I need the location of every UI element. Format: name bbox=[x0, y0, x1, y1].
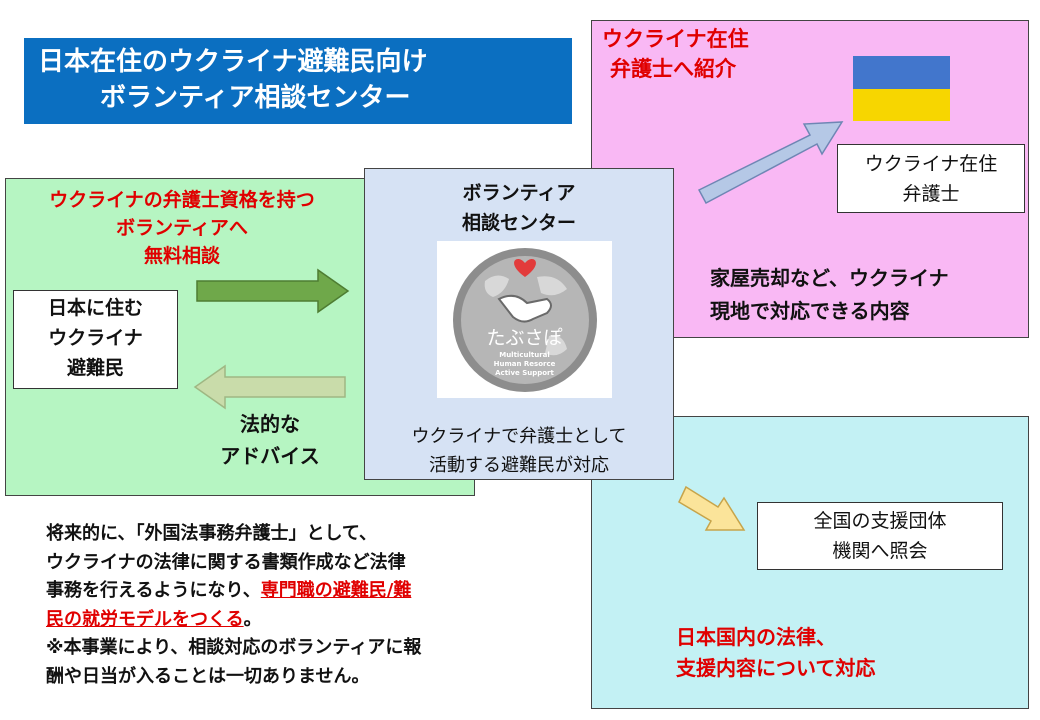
domestic-support-description: 日本国内の法律、 支援内容について対応 bbox=[676, 622, 875, 684]
ukraine-lawyer-desc-line-1: 家屋売却など、ウクライナ bbox=[710, 266, 949, 290]
support-organization-line-2: 機関へ照会 bbox=[832, 540, 928, 562]
employment-model-highlight-2: 民の就労モデルをつくる bbox=[46, 608, 244, 630]
note-line-3-plain: 事務を行えるようになり、 bbox=[46, 580, 261, 601]
note-line-1: 将来的に、「外国法事務弁護士」として、 bbox=[46, 523, 378, 544]
ukraine-lawyer-box-line-2: 弁護士 bbox=[902, 183, 960, 205]
ukraine-lawyer-box: ウクライナ在住 弁護士 bbox=[837, 144, 1025, 213]
title-line-2: ボランティア相談センター bbox=[100, 83, 411, 113]
tabusapo-logo: たぶさぽ Multicultural Human Resorce Active … bbox=[437, 241, 612, 398]
ukraine-lawyer-heading-line-2: 弁護士へ紹介 bbox=[610, 57, 736, 81]
free-consultation-line-2: ボランティアへ bbox=[116, 217, 248, 239]
ukraine-lawyer-heading-line-1: ウクライナ在住 bbox=[602, 27, 749, 51]
note-line-4: 民の就労モデルをつくる。 bbox=[46, 606, 421, 635]
ukraine-flag-blue bbox=[853, 56, 950, 89]
employment-model-highlight-1: 専門職の避難民/難 bbox=[260, 580, 412, 601]
center-title-line-1: ボランティア bbox=[462, 182, 576, 204]
support-organization-line-1: 全国の支援団体 bbox=[813, 510, 947, 532]
future-note: 将来的に、「外国法事務弁護士」として、 ウクライナの法律に関する書類作成など法律… bbox=[46, 520, 421, 691]
legal-advice-line-2: アドバイス bbox=[220, 444, 320, 468]
refugee-box-line-2: ウクライナ bbox=[48, 327, 143, 349]
refugee-box: 日本に住む ウクライナ 避難民 bbox=[13, 290, 178, 389]
ukraine-lawyer-description: 家屋売却など、ウクライナ 現地で対応できる内容 bbox=[710, 262, 949, 328]
center-caption: ウクライナで弁護士として 活動する避難民が対応 bbox=[364, 422, 674, 480]
note-line-4-plain: 。 bbox=[243, 608, 262, 630]
note-line-2: ウクライナの法律に関する書類作成など法律 bbox=[46, 551, 406, 573]
domestic-support-desc-line-2: 支援内容について対応 bbox=[676, 656, 876, 680]
logo-english-text: Multicultural Human Resorce Active Suppo… bbox=[437, 351, 612, 378]
arrow-to-center bbox=[196, 268, 350, 314]
ukraine-flag-yellow bbox=[853, 89, 950, 121]
center-caption-line-2: 活動する避難民が対応 bbox=[429, 455, 609, 476]
legal-advice-label: 法的な アドバイス bbox=[205, 408, 335, 472]
free-consultation-line-3: 無料相談 bbox=[143, 245, 220, 267]
legal-advice-line-1: 法的な bbox=[240, 412, 300, 436]
support-organization-box: 全国の支援団体 機関へ照会 bbox=[757, 502, 1003, 570]
refugee-box-line-3: 避難民 bbox=[66, 357, 124, 379]
center-caption-line-1: ウクライナで弁護士として bbox=[411, 426, 627, 447]
logo-en-line-2: Human Resorce bbox=[493, 360, 556, 368]
arrow-to-ukraine-lawyer bbox=[697, 121, 844, 205]
note-line-3: 事務を行えるようになり、専門職の避難民/難 bbox=[46, 577, 421, 606]
free-consultation-line-1: ウクライナの弁護士資格を持つ bbox=[49, 189, 315, 211]
logo-globe-icon bbox=[453, 248, 597, 392]
center-title-line-2: 相談センター bbox=[461, 212, 576, 234]
arrow-from-center bbox=[193, 364, 346, 410]
page-title: 日本在住のウクライナ避難民向け ボランティア相談センター bbox=[24, 38, 572, 124]
note-line-5: ※本事業により、相談対応のボランティアに報 bbox=[46, 637, 422, 658]
title-line-1: 日本在住のウクライナ避難民向け bbox=[38, 47, 428, 77]
refugee-box-line-1: 日本に住む bbox=[47, 297, 143, 319]
ukraine-lawyer-desc-line-2: 現地で対応できる内容 bbox=[710, 299, 910, 323]
ukraine-lawyer-box-line-1: ウクライナ在住 bbox=[864, 153, 998, 175]
arrow-to-support-organization bbox=[678, 485, 746, 531]
logo-en-line-3: Active Support bbox=[495, 369, 554, 377]
ukraine-lawyer-heading: ウクライナ在住 弁護士へ紹介 bbox=[602, 24, 749, 84]
free-consultation-heading: ウクライナの弁護士資格を持つ ボランティアへ 無料相談 bbox=[5, 186, 359, 270]
domestic-support-desc-line-1: 日本国内の法律、 bbox=[676, 625, 836, 649]
logo-kana: たぶさぽ bbox=[486, 327, 563, 349]
consultation-center-title: ボランティア 相談センター bbox=[364, 178, 674, 238]
logo-en-line-1: Multicultural bbox=[499, 351, 550, 359]
note-line-6: 酬や日当が入ることは一切ありません。 bbox=[46, 665, 370, 687]
